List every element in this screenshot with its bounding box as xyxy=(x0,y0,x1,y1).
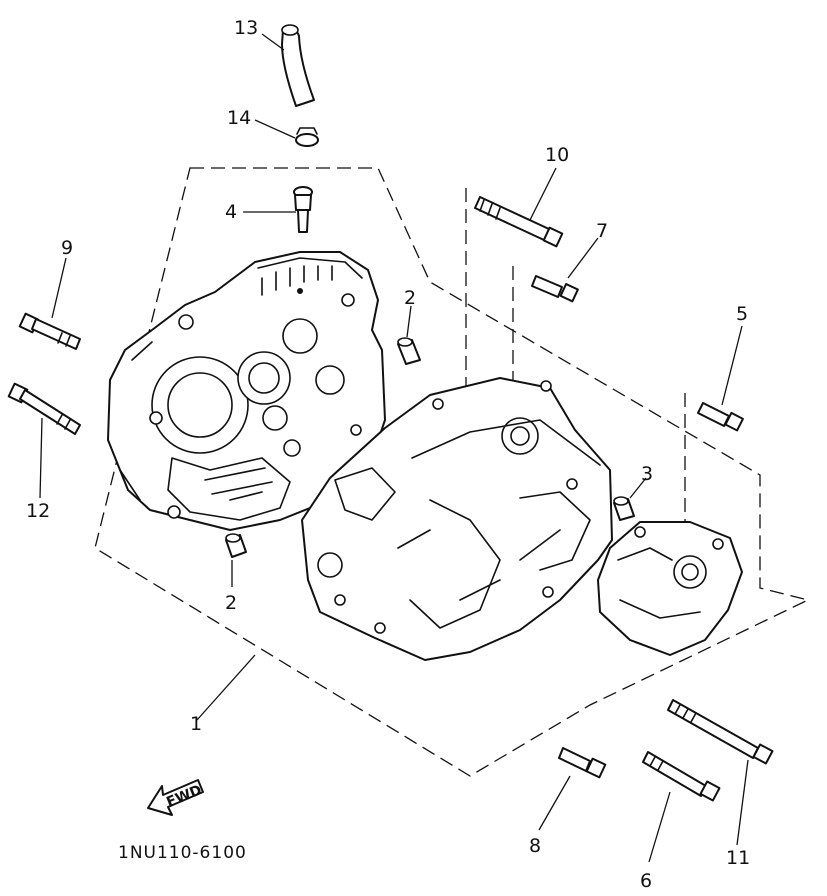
leader-lines xyxy=(39,33,749,863)
breather-pipe xyxy=(281,24,315,107)
breather-fitting xyxy=(293,186,313,233)
diagram-code: 1NU110-6100 xyxy=(118,843,247,863)
callout-1: 1 xyxy=(190,713,202,735)
right-crankcase xyxy=(301,377,613,661)
callout-7: 7 xyxy=(596,220,608,242)
bolt-11 xyxy=(667,699,774,765)
bolt-8 xyxy=(558,747,607,779)
callout-2-upper: 2 xyxy=(404,287,416,309)
bolt-6 xyxy=(642,751,721,802)
callout-9: 9 xyxy=(61,237,73,259)
grommet xyxy=(295,127,319,147)
dowel-pin-right xyxy=(613,496,635,521)
callout-4: 4 xyxy=(225,201,237,223)
callout-8: 8 xyxy=(529,835,541,857)
callout-labels: 13 14 4 10 7 5 2 2 3 9 12 1 8 6 11 xyxy=(26,17,750,892)
callout-3: 3 xyxy=(641,463,653,485)
bolt-10 xyxy=(474,196,564,248)
bolt-9 xyxy=(18,312,81,350)
fwd-arrow-icon: FWD xyxy=(147,779,204,816)
callout-2-lower: 2 xyxy=(225,592,237,614)
callout-13: 13 xyxy=(234,17,258,39)
bolt-7 xyxy=(531,275,579,303)
bolt-12 xyxy=(7,382,81,435)
crankcase-cover xyxy=(597,521,743,656)
callout-14: 14 xyxy=(227,107,251,129)
callout-12: 12 xyxy=(26,500,50,522)
bolt-5 xyxy=(697,402,744,432)
callout-6: 6 xyxy=(640,870,652,892)
callout-5: 5 xyxy=(736,303,748,325)
dowel-pin-lower xyxy=(225,533,247,558)
callout-10: 10 xyxy=(545,144,569,166)
dowel-pin-upper xyxy=(397,337,421,365)
callout-11: 11 xyxy=(726,847,750,869)
